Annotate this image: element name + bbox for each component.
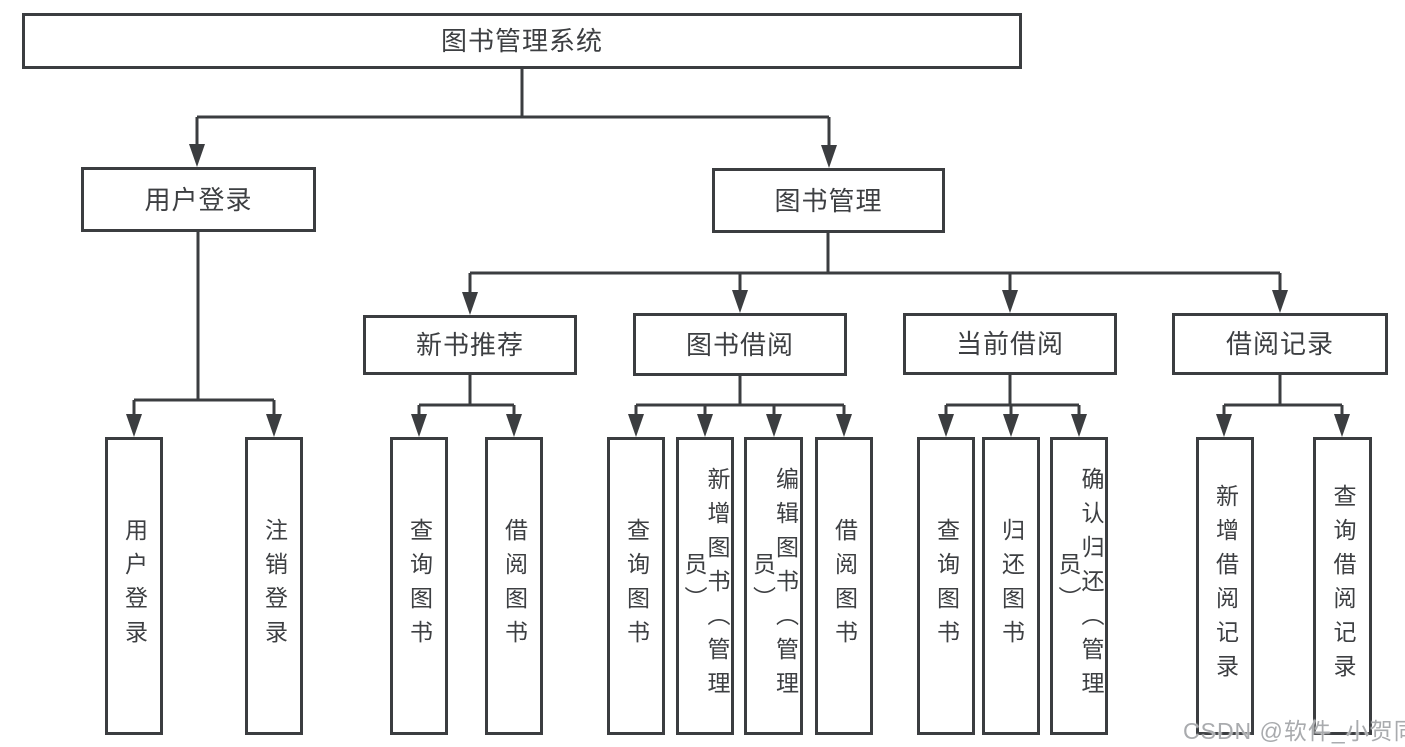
node-book-management: 图书管理 bbox=[712, 168, 945, 233]
connector-new-book-recommendation-to-leaves bbox=[417, 374, 516, 416]
leaf-logout-login-label: 注销登录 bbox=[261, 518, 288, 654]
connector-book-management-to-level3 bbox=[468, 232, 1282, 294]
leaf-borrowing-borrow-books-label: 借阅图书 bbox=[831, 518, 858, 654]
leaf-recommend-query-books: 查询图书 bbox=[390, 437, 448, 735]
node-book-management-label: 图书管理 bbox=[774, 185, 883, 216]
leaf-borrowing-borrow-books: 借阅图书 bbox=[815, 437, 873, 735]
leaf-recommend-borrow-books-label: 借阅图书 bbox=[501, 518, 528, 654]
connector-borrowing-records-to-leaves bbox=[1222, 374, 1344, 416]
leaf-current-confirm-return-admin: 确认归还（管理员） bbox=[1050, 437, 1108, 735]
leaf-current-return-books-label: 归还图书 bbox=[998, 518, 1025, 654]
arrowheads bbox=[126, 144, 1350, 437]
connector-user-login-to-leaves bbox=[132, 231, 276, 416]
node-user-login: 用户登录 bbox=[81, 167, 316, 232]
node-borrowing-records-label: 借阅记录 bbox=[1225, 329, 1334, 359]
connector-root-to-level2 bbox=[195, 69, 831, 147]
leaf-borrowing-add-books-admin-label: 新增图书（管理员） bbox=[681, 467, 730, 705]
leaf-current-confirm-return-admin-label: 确认归还（管理员） bbox=[1055, 467, 1104, 705]
leaf-records-add-record-label: 新增借阅记录 bbox=[1212, 484, 1239, 688]
leaf-current-return-books: 归还图书 bbox=[982, 437, 1040, 735]
leaf-current-query-books-label: 查询图书 bbox=[933, 518, 960, 654]
leaf-borrowing-add-books-admin: 新增图书（管理员） bbox=[676, 437, 734, 735]
leaf-current-query-books: 查询图书 bbox=[917, 437, 975, 735]
node-current-borrowing: 当前借阅 bbox=[903, 313, 1117, 375]
leaf-records-query-record: 查询借阅记录 bbox=[1313, 437, 1372, 735]
node-book-borrowing-label: 图书借阅 bbox=[685, 329, 794, 360]
leaf-borrowing-edit-books-admin: 编辑图书（管理员） bbox=[744, 437, 803, 735]
leaf-records-add-record: 新增借阅记录 bbox=[1196, 437, 1254, 735]
leaf-records-query-record-label: 查询借阅记录 bbox=[1330, 484, 1356, 688]
leaf-recommend-borrow-books: 借阅图书 bbox=[485, 437, 543, 735]
leaf-user-login: 用户登录 bbox=[105, 437, 163, 735]
node-new-book-recommendation: 新书推荐 bbox=[363, 315, 577, 375]
leaf-borrowing-edit-books-admin-label: 编辑图书（管理员） bbox=[749, 467, 799, 705]
connector-book-borrowing-to-leaves bbox=[634, 375, 846, 416]
node-library-system-label: 图书管理系统 bbox=[440, 26, 603, 56]
connector-current-borrowing-to-leaves bbox=[944, 374, 1081, 416]
node-current-borrowing-label: 当前借阅 bbox=[955, 329, 1064, 359]
node-new-book-recommendation-label: 新书推荐 bbox=[415, 330, 524, 360]
leaf-logout-login: 注销登录 bbox=[245, 437, 303, 735]
leaf-recommend-query-books-label: 查询图书 bbox=[406, 518, 433, 654]
node-library-system: 图书管理系统 bbox=[22, 13, 1022, 69]
node-user-login-label: 用户登录 bbox=[144, 184, 253, 215]
node-borrowing-records: 借阅记录 bbox=[1172, 313, 1388, 375]
leaf-user-login-label: 用户登录 bbox=[121, 518, 148, 654]
leaf-borrowing-query-books: 查询图书 bbox=[607, 437, 665, 735]
watermark-text: CSDN @软件_小贺同学 bbox=[1183, 718, 1405, 744]
node-book-borrowing: 图书借阅 bbox=[633, 313, 847, 376]
leaf-borrowing-query-books-label: 查询图书 bbox=[623, 518, 650, 654]
